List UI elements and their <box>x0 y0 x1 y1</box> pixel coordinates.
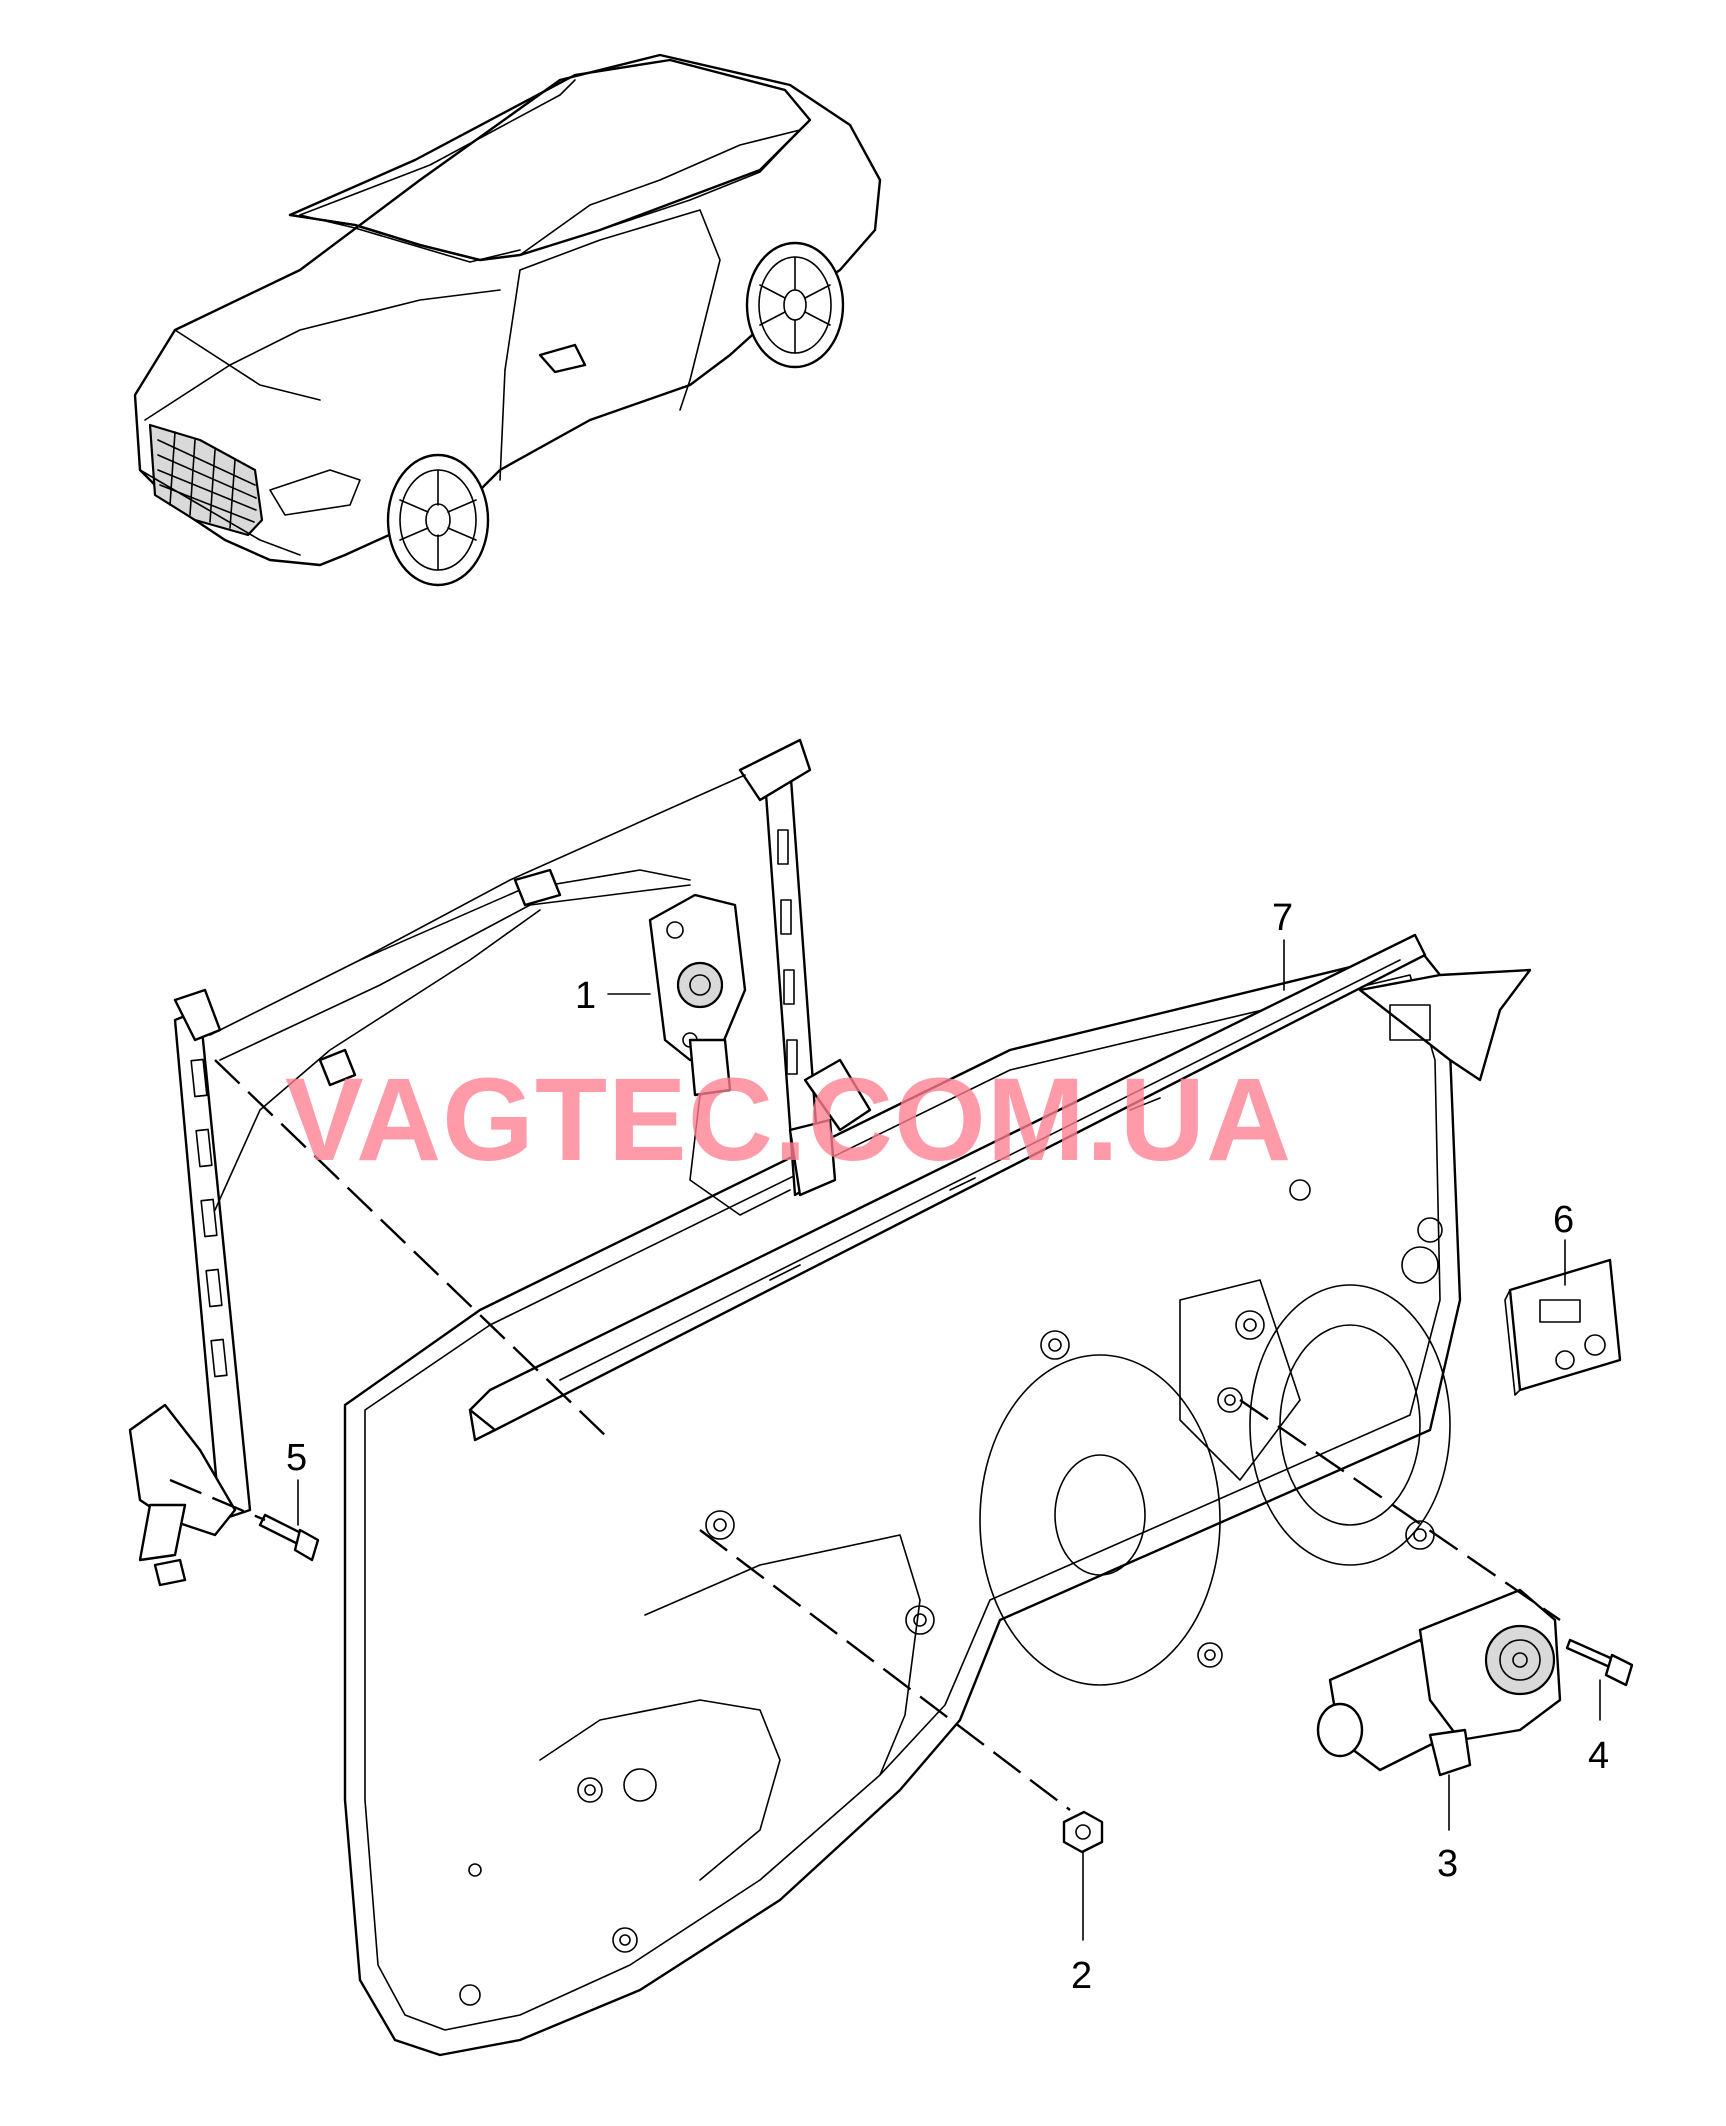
svg-text:1: 1 <box>575 975 596 1017</box>
svg-text:6: 6 <box>1553 1199 1574 1241</box>
callout-1: 1 <box>575 975 651 1017</box>
watermark-text: VAGTEC.COM.UA <box>285 1054 1292 1186</box>
callout-6: 6 <box>1553 1199 1574 1286</box>
svg-text:2: 2 <box>1071 1955 1092 1997</box>
callout-3: 3 <box>1437 1774 1458 1885</box>
window-regulator <box>128 738 872 1562</box>
door-seal-strip <box>468 933 1427 1442</box>
svg-text:3: 3 <box>1437 1843 1458 1885</box>
callout-7: 7 <box>1272 897 1293 991</box>
svg-text:7: 7 <box>1272 897 1293 939</box>
mounting-holes <box>459 1179 1443 2006</box>
car-illustration <box>133 53 882 587</box>
callout-5: 5 <box>286 1437 307 1526</box>
bolt-5 <box>153 1513 320 1587</box>
nut-2 <box>1062 1810 1104 1854</box>
window-motor <box>1316 1588 1562 1777</box>
svg-text:5: 5 <box>286 1437 307 1479</box>
bolt-4 <box>1565 1638 1634 1687</box>
control-unit <box>1504 1258 1622 1396</box>
callout-4: 4 <box>1588 1679 1609 1777</box>
assembly-lines <box>169 1059 1561 1811</box>
callout-2: 2 <box>1071 1851 1092 1997</box>
svg-text:4: 4 <box>1588 1735 1609 1777</box>
